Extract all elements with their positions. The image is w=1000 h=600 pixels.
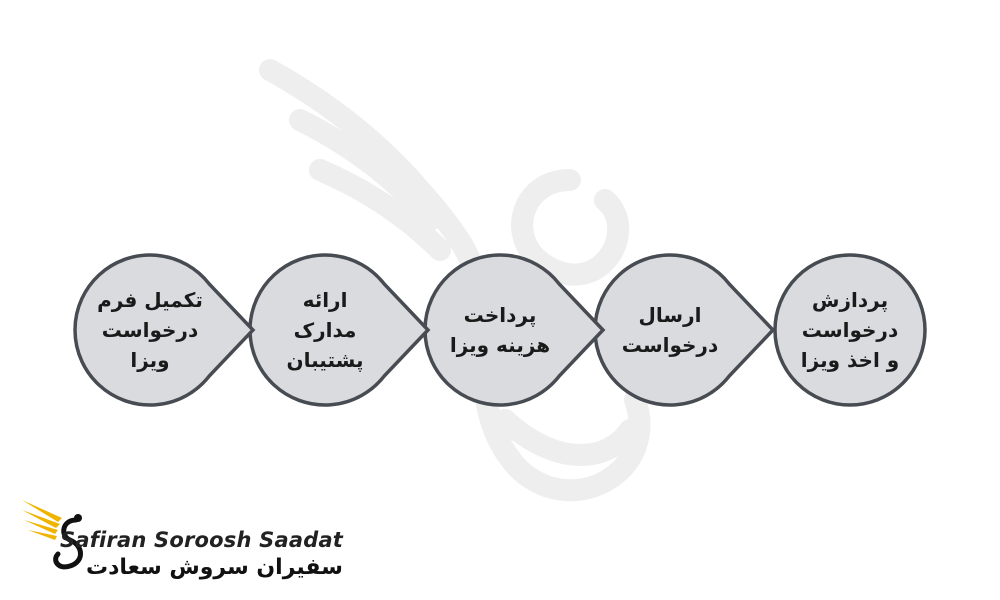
step-2-label-line: پشتیبان xyxy=(287,348,364,373)
step-4-label-line: ارسال xyxy=(639,303,702,327)
step-2-label-line: ارائه xyxy=(303,288,348,312)
step-5-label-line: درخواست xyxy=(802,318,898,342)
step-2-label-line: مدارک xyxy=(294,318,357,342)
step-shape xyxy=(423,253,606,407)
step-5-label-line: و اخذ ویزا xyxy=(801,348,899,372)
step-shape xyxy=(73,253,256,407)
step-shape xyxy=(593,253,776,407)
step-1-label-line: تکمیل فرم xyxy=(97,288,203,312)
step-5-label-line: پردازش xyxy=(812,288,888,313)
step-3-label-line: پرداخت xyxy=(464,303,537,328)
brand-name-fa: سفیران سروش سعادت xyxy=(86,555,343,580)
step-4-label-line: درخواست xyxy=(622,333,718,357)
step-1-label-line: درخواست xyxy=(102,318,198,342)
process-step-3: پرداخت هزینه ویزا xyxy=(423,253,606,407)
process-step-1: تکمیل فرم درخواست ویزا xyxy=(73,253,256,407)
step-shape xyxy=(248,253,431,407)
process-step-4: ارسال درخواست xyxy=(593,253,776,407)
brand-logo-icon xyxy=(22,500,83,570)
process-step-2: ارائه مدارک پشتیبان xyxy=(248,253,431,407)
process-step-5: پردازش درخواست و اخذ ویزا xyxy=(773,253,927,407)
step-1-label-line: ویزا xyxy=(130,348,169,372)
brand-name-en: Safiran Soroosh Saadat xyxy=(60,528,344,552)
step-3-label-line: هزینه ویزا xyxy=(450,333,550,357)
